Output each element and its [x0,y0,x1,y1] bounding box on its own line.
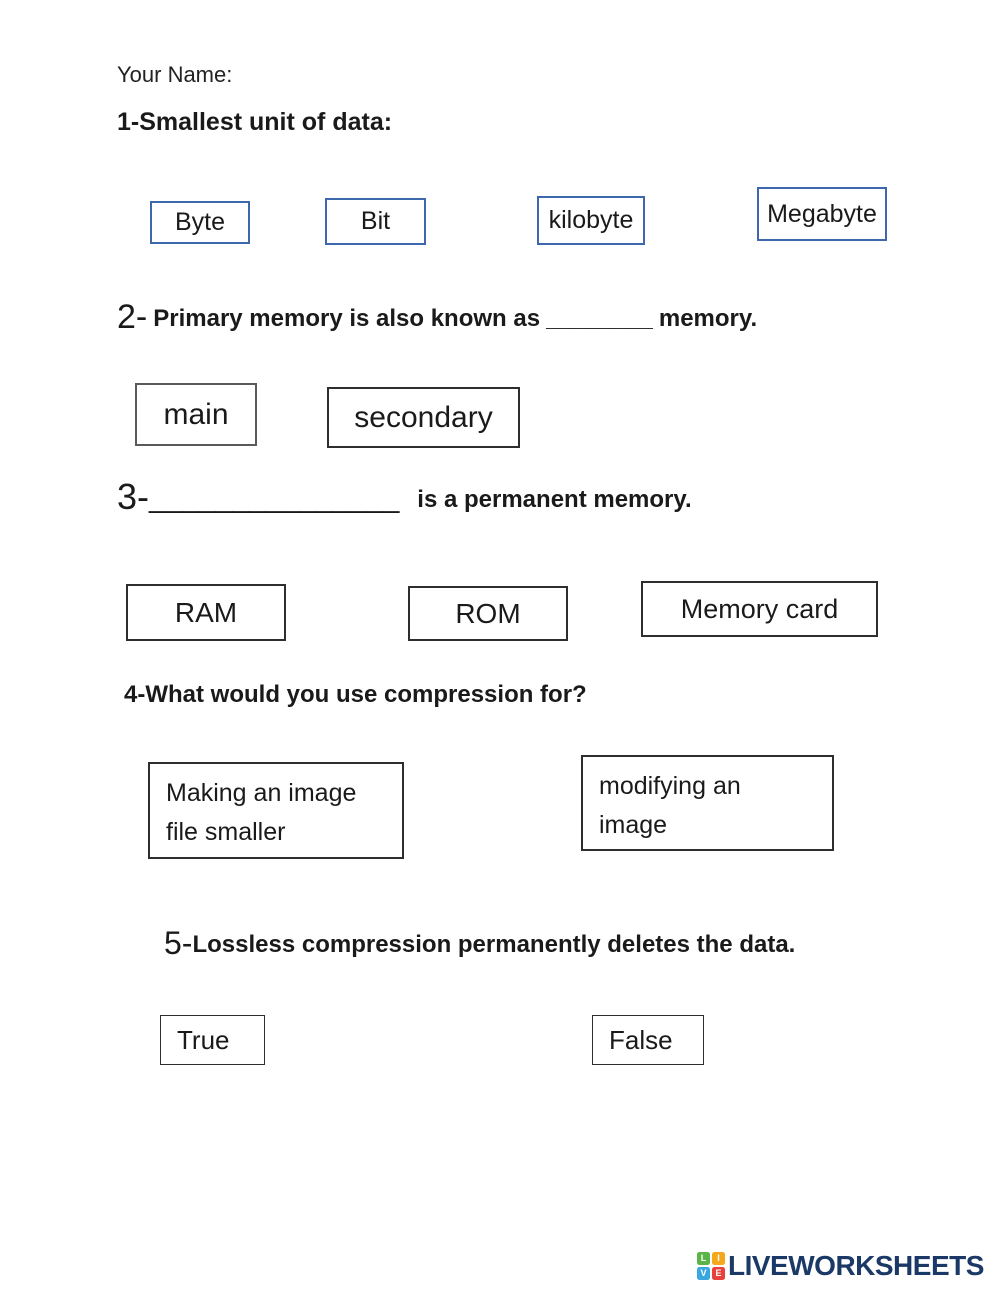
question-4-text: What would you use compression for? [145,681,587,708]
question-2-blank: ________ [546,305,653,332]
answer-box-rom[interactable]: ROM [408,586,568,641]
question-3-blank: _______________ [149,481,400,514]
answer-box-bit[interactable]: Bit [325,198,426,245]
question-5-title: 5-Lossless compression permanently delet… [164,925,795,962]
question-2-text-after: memory. [658,305,758,332]
liveworksheets-logo-icon: L I V E [697,1252,725,1280]
logo-square-i: I [712,1252,725,1265]
question-2-text-before: Primary memory is also known as [153,305,541,332]
logo-square-l: L [697,1252,710,1265]
question-3-title: 3-_______________ is a permanent memory. [117,476,692,518]
question-2-number: 2- [117,298,148,336]
answer-box-true[interactable]: True [160,1015,265,1065]
question-5-text: Lossless compression permanently deletes… [192,931,796,958]
your-name-label: Your Name: [117,62,233,87]
liveworksheets-logo-text: LIVEWORKSHEETS [728,1250,984,1281]
liveworksheets-logo[interactable]: L I V E LIVEWORKSHEETS [697,1250,984,1282]
answer-box-false[interactable]: False [592,1015,704,1065]
question-1-title: 1-Smallest unit of data: [117,108,392,137]
question-2-title: 2-Primary memory is also known as_______… [117,298,757,337]
answer-box-kilobyte[interactable]: kilobyte [537,196,645,245]
answer-box-secondary[interactable]: secondary [327,387,520,448]
logo-square-v: V [697,1267,710,1280]
question-1-text: Smallest unit of data: [139,108,393,136]
logo-square-e: E [712,1267,725,1280]
answer-box-byte[interactable]: Byte [150,201,250,244]
answer-box-ram[interactable]: RAM [126,584,286,641]
question-4-title: 4-What would you use compression for? [124,681,587,709]
question-1-number: 1- [117,108,140,136]
answer-box-making-image-smaller[interactable]: Making an image file smaller [148,762,404,859]
answer-box-modifying-image[interactable]: modifying an image [581,755,834,851]
question-3-number: 3- [117,476,150,517]
answer-box-megabyte[interactable]: Megabyte [757,187,887,241]
question-3-text: is a permanent memory. [417,486,692,513]
answer-box-memory-card[interactable]: Memory card [641,581,878,637]
question-5-number: 5- [164,925,193,961]
answer-box-main[interactable]: main [135,383,257,446]
question-4-number: 4- [124,681,146,708]
